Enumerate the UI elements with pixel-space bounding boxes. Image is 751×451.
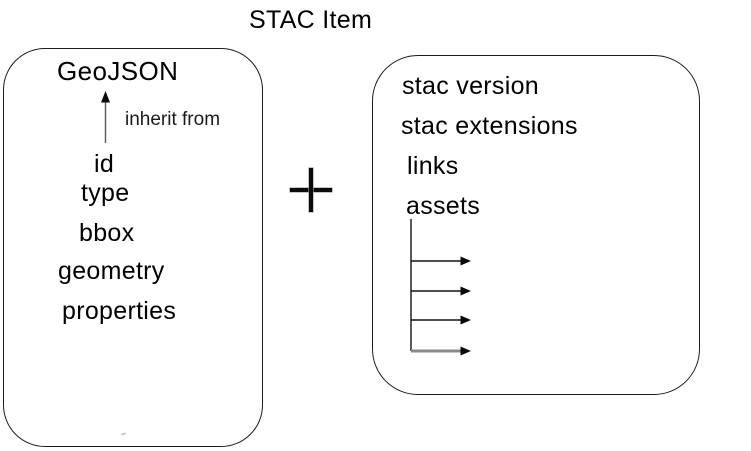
plus-vertical-bar xyxy=(308,168,314,212)
inherit-from-label: inherit from xyxy=(125,109,221,130)
arrow-right-icon-head xyxy=(460,315,471,325)
geojson-field-id: id xyxy=(94,150,115,178)
stac-field-extensions: stac extensions xyxy=(401,112,578,140)
stray-pen-mark xyxy=(120,432,127,436)
arrow-right-icon-head xyxy=(460,286,471,296)
arrow-up-icon xyxy=(101,91,110,143)
stac-field-assets: assets xyxy=(406,192,481,220)
geojson-box: GeoJSON inherit from id type bbox geomet… xyxy=(3,48,263,447)
geojson-field-bbox: bbox xyxy=(79,219,135,247)
stac-field-version: stac version xyxy=(402,72,539,100)
geojson-field-properties: properties xyxy=(62,297,177,325)
geojson-field-geometry: geometry xyxy=(58,257,165,285)
geojson-field-type: type xyxy=(81,179,130,207)
stac-field-links: links xyxy=(407,152,459,180)
asset-branches-tree xyxy=(410,219,471,356)
arrow-right-icon-head xyxy=(460,346,471,356)
plus-icon xyxy=(289,167,333,212)
stac-fields-box: stac version stac extensions links asset… xyxy=(372,55,700,395)
geojson-box-title: GeoJSON xyxy=(57,56,179,86)
diagram-title: STAC Item xyxy=(249,6,373,34)
arrow-right-icon-head xyxy=(460,256,471,266)
